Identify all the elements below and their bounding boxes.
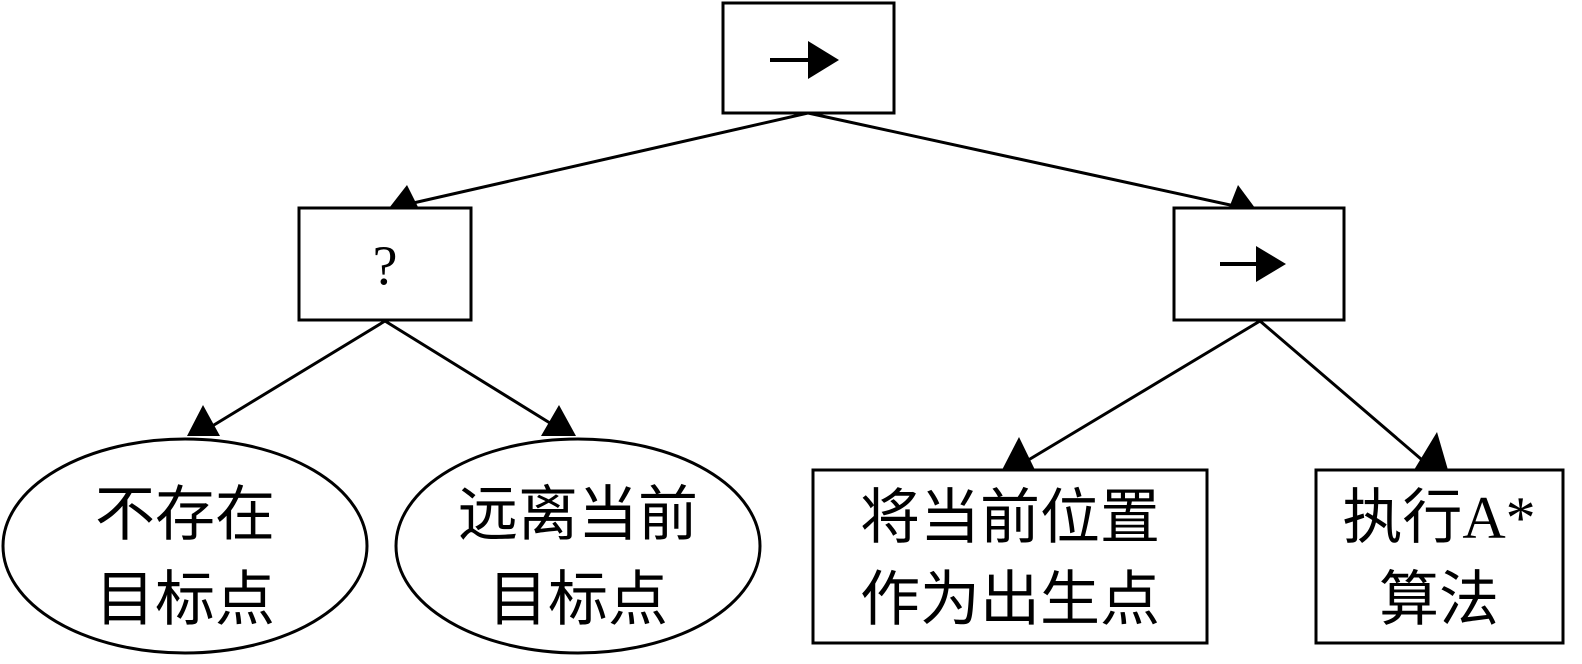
edge-selector-to-cond1: [208, 319, 386, 430]
arrow-sequence-to-action2: [1414, 432, 1448, 470]
condition-node-1: 不存在 目标点: [1, 437, 369, 655]
action-1-line-2: 作为出生点: [860, 567, 1160, 633]
edges: [187, 111, 1448, 470]
condition-1-line-2: 目标点: [95, 567, 275, 633]
edge-selector-to-cond2: [384, 319, 559, 430]
action-node-1: 将当前位置 作为出生点: [811, 468, 1209, 645]
arrow-selector-to-cond2: [541, 405, 576, 436]
condition-2-line-1: 远离当前: [458, 482, 698, 548]
action-1-line-1: 将当前位置: [860, 485, 1160, 551]
arrow-root-to-sequence: [1227, 185, 1258, 213]
edge-root-to-selector: [399, 111, 809, 208]
arrow-root-to-selector: [386, 185, 421, 213]
action-2-line-2: 算法: [1379, 567, 1499, 633]
selector-symbol: ?: [373, 235, 398, 297]
edge-sequence-to-action1: [1019, 319, 1261, 467]
sequence-node: [1172, 206, 1346, 322]
root-sequence-node: [721, 1, 896, 115]
sequence-arrow-icon: [1256, 246, 1286, 282]
sequence-arrow-icon: [808, 41, 839, 79]
edge-sequence-to-action2: [1259, 319, 1429, 467]
condition-1-line-1: 不存在: [95, 482, 275, 548]
condition-2-line-2: 目标点: [488, 567, 668, 633]
selector-node: ?: [297, 206, 473, 322]
action-node-2: 执行A* 算法: [1314, 468, 1565, 645]
arrow-sequence-to-action1: [1002, 437, 1035, 470]
condition-node-2: 远离当前 目标点: [394, 437, 762, 655]
action-2-line-1: 执行A*: [1342, 485, 1535, 551]
arrow-selector-to-cond1: [187, 405, 220, 436]
edge-root-to-sequence: [807, 111, 1245, 210]
